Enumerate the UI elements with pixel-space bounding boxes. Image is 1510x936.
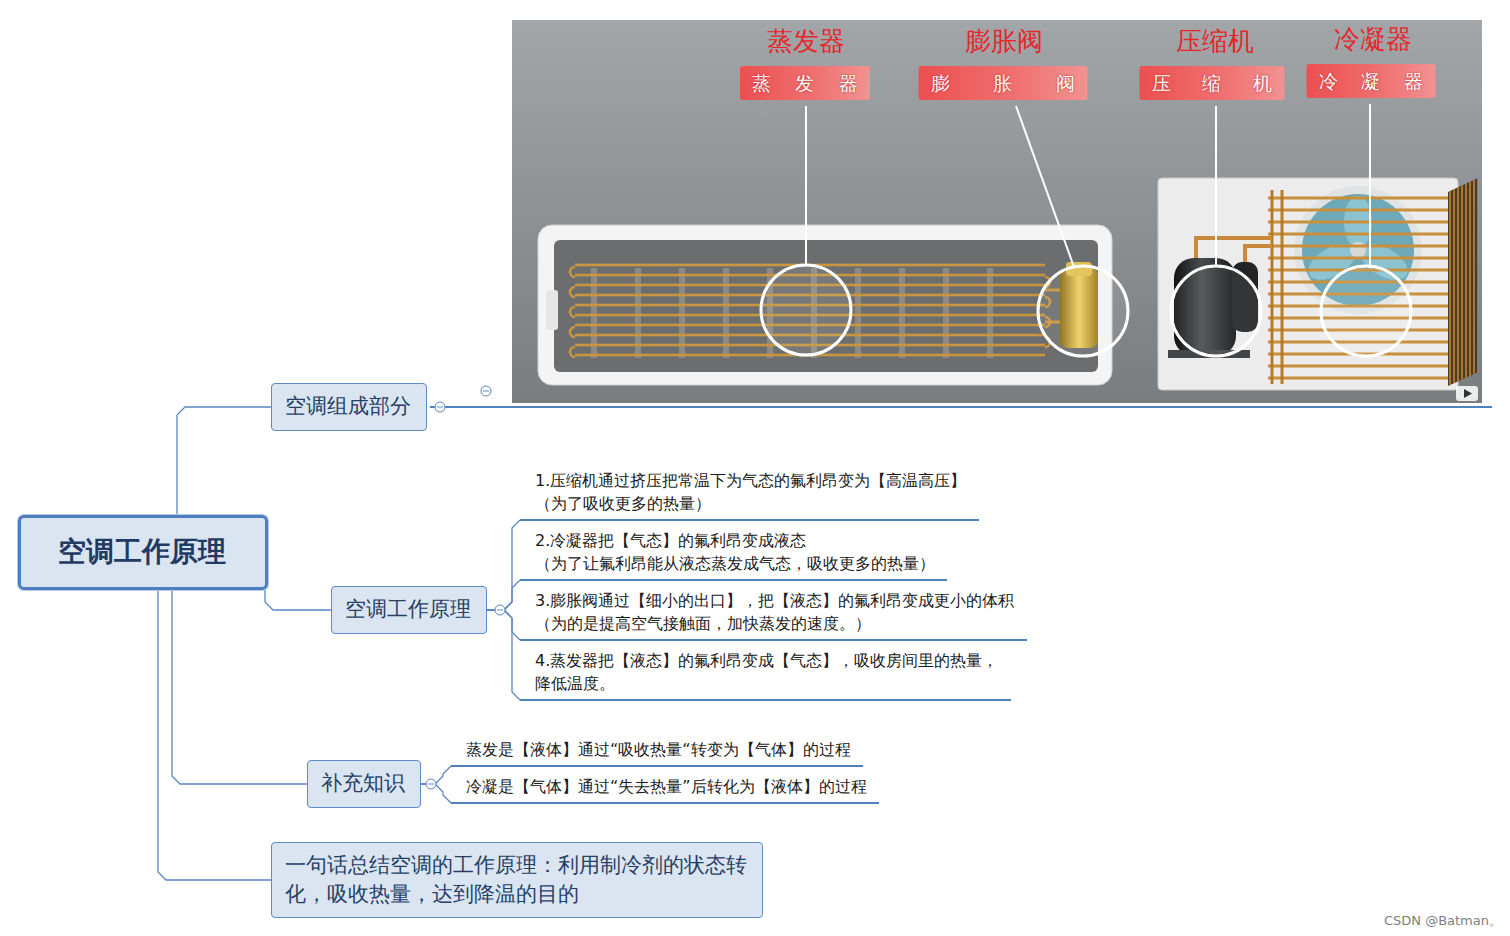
branch-connector (172, 590, 307, 784)
leaf-topic: 4.蒸发器把【液态】的氟利昂变成【气态】，吸收房间里的热量， 降低温度。 (520, 649, 1011, 701)
topic-text: 冷凝是【气体】通过“失去热量”后转化为【液体】的过程 (466, 775, 869, 798)
topic-text: 1.压缩机通过挤压把常温下为气态的氟利昂变为【高温高压】 （为了吸收更多的热量） (535, 469, 969, 515)
branch-connector (487, 610, 520, 700)
summary-topic: 一句话总结空调的工作原理：利用制冷剂的状态转 化，吸收热量，达到降温的目的 (271, 842, 763, 919)
branch-connector (421, 766, 451, 784)
topic-text: 补充知识 (321, 769, 407, 798)
topic-text: 空调组成部分 (285, 392, 413, 421)
branch-connector (487, 610, 520, 640)
leaf-topic: 1.压缩机通过挤压把常温下为气态的氟利昂变为【高温高压】 （为了吸收更多的热量） (520, 469, 979, 521)
part-name: 冷凝器 (1334, 24, 1412, 55)
watermark: CSDN @Batman。 (1384, 912, 1502, 930)
branch-topic: 空调组成部分 (271, 383, 427, 430)
leaf-topic: 冷凝是【气体】通过“失去热量”后转化为【液体】的过程 (451, 775, 879, 804)
topic-text: 3.膨胀阀通过【细小的出口】，把【液态】的氟利昂变成更小的体积 （为的是提高空气… (535, 589, 1017, 635)
part-name-tag: 膨 胀 阀 (919, 66, 1088, 100)
part-name: 压缩机 (1176, 26, 1254, 57)
topic-text: 一句话总结空调的工作原理：利用制冷剂的状态转 化，吸收热量，达到降温的目的 (285, 851, 749, 910)
topic-text: 蒸发是【液体】通过“吸收热量“转变为【气体】的过程 (466, 738, 853, 761)
branch-connector (487, 580, 520, 610)
part-name-tag: 蒸 发 器 (740, 66, 870, 100)
central-topic: 空调工作原理 (18, 515, 268, 590)
branch-topic: 补充知识 (307, 760, 421, 807)
part-name: 蒸发器 (767, 26, 845, 57)
topic-text: 2.冷凝器把【气态】的氟利昂变成液态 （为了让氟利昂能从液态蒸发成气态，吸收更多… (535, 529, 937, 575)
branch-connector (487, 520, 520, 610)
branch-connector (158, 590, 271, 881)
branch-connector (177, 407, 271, 515)
leaf-topic: 3.膨胀阀通过【细小的出口】，把【液态】的氟利昂变成更小的体积 （为的是提高空气… (520, 589, 1027, 641)
branch-connector (421, 784, 451, 803)
part-name-tag: 冷 凝 器 (1307, 64, 1436, 98)
part-name-tag: 压 缩 机 (1140, 66, 1285, 100)
branch-topic: 空调工作原理 (331, 586, 487, 633)
leaf-topic: 2.冷凝器把【气态】的氟利昂变成液态 （为了让氟利昂能从液态蒸发成气态，吸收更多… (520, 529, 947, 581)
topic-text: 4.蒸发器把【液态】的氟利昂变成【气态】，吸收房间里的热量， 降低温度。 (535, 649, 1001, 695)
branch-connector (265, 590, 331, 610)
topic-text: 空调工作原理 (58, 534, 228, 570)
part-name: 膨胀阀 (965, 26, 1043, 57)
topic-text: 空调工作原理 (345, 595, 473, 624)
leaf-topic: 蒸发是【液体】通过“吸收热量“转变为【气体】的过程 (451, 738, 863, 767)
